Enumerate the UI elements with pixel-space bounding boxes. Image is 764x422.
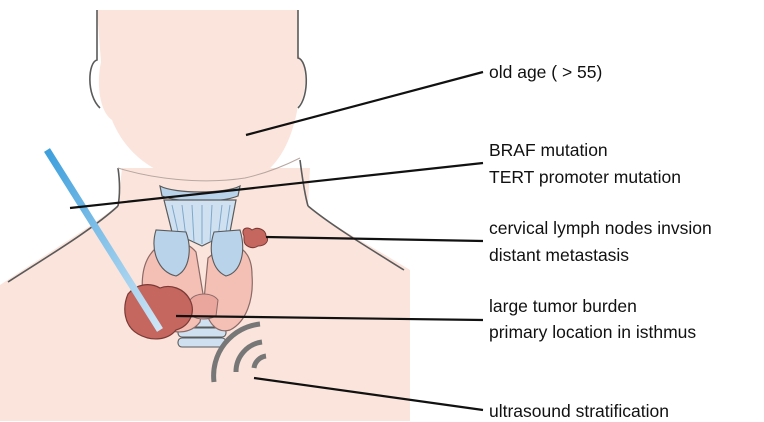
- label-tumor-burden: large tumor burden: [489, 296, 637, 317]
- label-lymph-invasion: cervical lymph nodes invsion: [489, 218, 712, 239]
- label-ultrasound: ultrasound stratification: [489, 401, 669, 422]
- neck-left-outline: [118, 168, 120, 206]
- label-old-age: old age ( > 55): [489, 62, 602, 83]
- label-tert-mutation: TERT promoter mutation: [489, 167, 681, 188]
- head-shape: [97, 10, 305, 178]
- lymph-node: [243, 228, 268, 248]
- label-distant-metastasis: distant metastasis: [489, 245, 629, 266]
- label-braf-mutation: BRAF mutation: [489, 140, 608, 161]
- label-isthmus-location: primary location in isthmus: [489, 322, 696, 343]
